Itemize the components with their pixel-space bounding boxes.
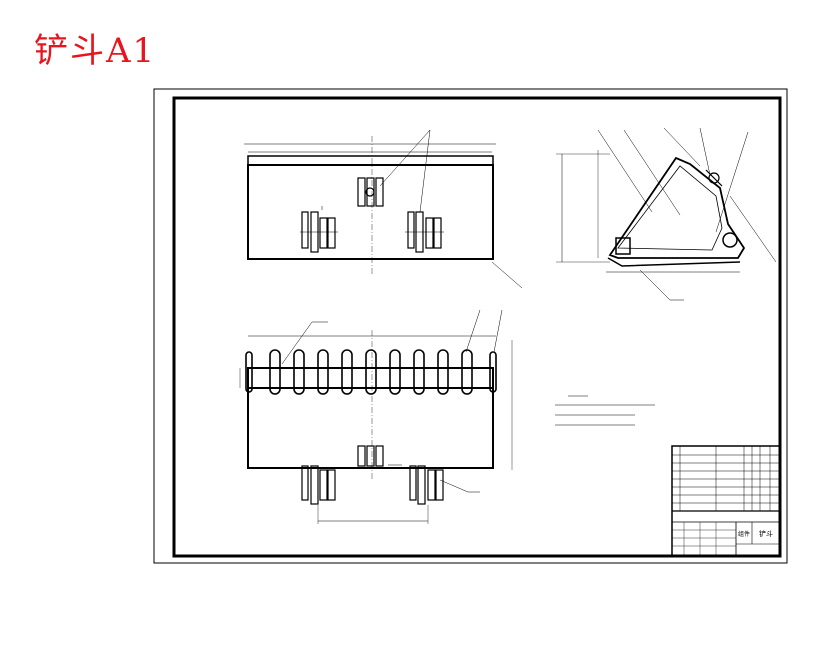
title-block-part-name: 铲斗 <box>759 529 773 538</box>
technical-notes <box>555 395 655 426</box>
sheet-outer-border <box>153 88 788 564</box>
drawing-frame <box>172 96 782 558</box>
side-view <box>556 127 777 301</box>
front-view <box>244 129 523 289</box>
title-block-small-label: 组件 <box>738 530 750 538</box>
top-view <box>239 309 513 524</box>
title-block <box>671 445 781 557</box>
page-title: 铲斗A1 <box>34 31 157 71</box>
